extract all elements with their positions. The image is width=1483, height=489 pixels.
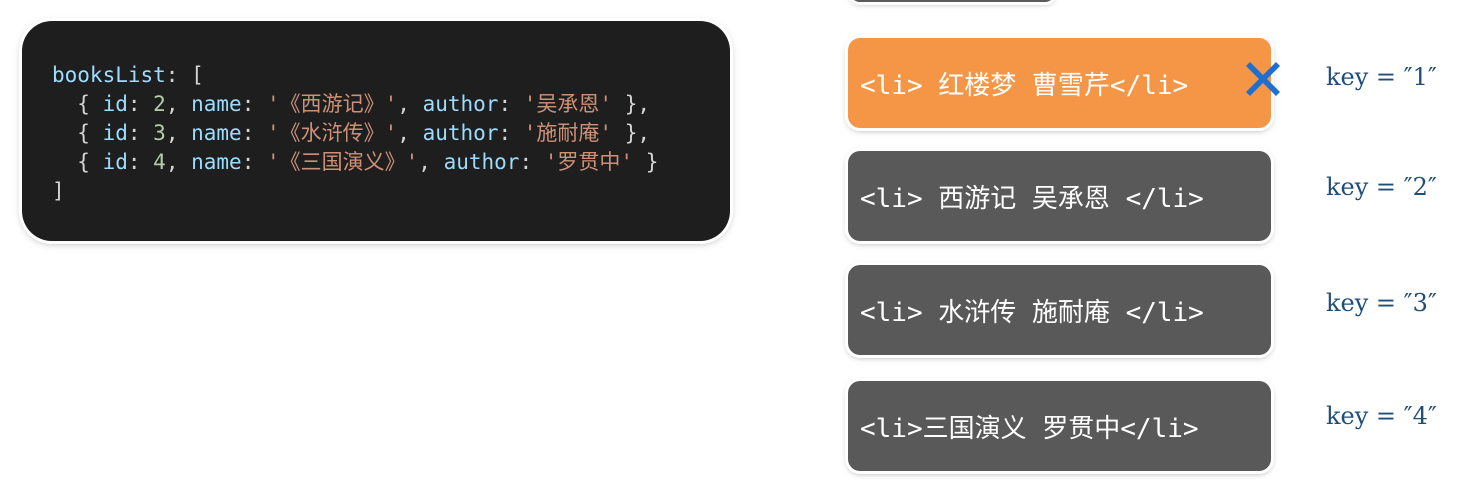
code-block: booksList: [ { id: 2, name: '《西游记》', aut… xyxy=(52,61,658,206)
code-token: 3 xyxy=(153,121,166,145)
code-token: id xyxy=(102,121,128,145)
code-token: : xyxy=(519,150,545,174)
code-token: booksList xyxy=(52,63,166,87)
code-token: ] xyxy=(52,179,65,203)
code-token: name xyxy=(191,121,242,145)
code-token: : xyxy=(127,92,154,116)
code-token: , xyxy=(397,92,423,116)
code-token: author xyxy=(422,92,499,116)
code-token: '吴承恩' xyxy=(523,92,613,116)
code-token: : xyxy=(241,150,267,174)
code-token: , xyxy=(165,92,192,116)
list-item: <li>三国演义 罗贯中</li> xyxy=(848,381,1271,471)
code-token: 2 xyxy=(153,92,166,116)
code-panel: booksList: [ { id: 2, name: '《西游记》', aut… xyxy=(22,21,730,241)
code-token: { xyxy=(52,121,103,145)
code-token: id xyxy=(102,92,128,116)
code-token: 4 xyxy=(153,150,166,174)
code-token: '罗贯中' xyxy=(544,150,634,174)
code-token: author xyxy=(443,150,520,174)
code-token: id xyxy=(102,150,128,174)
key-label-2: key = ″2″ xyxy=(1326,173,1437,201)
code-token: , xyxy=(397,121,423,145)
partial-list-item-above xyxy=(850,0,1055,2)
key-label-3: key = ″3″ xyxy=(1326,289,1437,317)
list-item-removed: <li> 红楼梦 曹雪芹</li> xyxy=(848,38,1271,128)
code-token: author xyxy=(422,121,499,145)
code-line-3: { id: 4, name: '《三国演义》', author: '罗贯中' } xyxy=(52,150,658,174)
code-token: : xyxy=(127,121,154,145)
code-token: { xyxy=(52,92,103,116)
code-token: : xyxy=(241,121,267,145)
code-line-4: ] xyxy=(52,179,65,203)
code-line-2: { id: 3, name: '《水浒传》', author: '施耐庵' }, xyxy=(52,121,650,145)
code-token: , xyxy=(165,121,192,145)
key-label-4: key = ″4″ xyxy=(1326,402,1437,430)
code-token: } xyxy=(633,150,659,174)
code-token: }, xyxy=(612,92,650,116)
close-x-icon xyxy=(1246,62,1280,96)
code-token: name xyxy=(191,150,242,174)
code-token: '《水浒传》' xyxy=(267,121,398,145)
list-item: <li> 西游记 吴承恩 </li> xyxy=(848,151,1271,241)
code-token: '《三国演义》' xyxy=(267,150,419,174)
code-token: : xyxy=(241,92,267,116)
code-token: { xyxy=(52,150,103,174)
code-token: '施耐庵' xyxy=(523,121,613,145)
list-item: <li> 水浒传 施耐庵 </li> xyxy=(848,265,1271,355)
code-token: '《西游记》' xyxy=(267,92,398,116)
code-token: }, xyxy=(612,121,650,145)
code-token: : xyxy=(127,150,154,174)
key-label-1: key = ″1″ xyxy=(1326,63,1437,91)
code-token: : [ xyxy=(165,63,204,87)
code-token: name xyxy=(191,92,242,116)
code-token: : xyxy=(498,121,524,145)
code-line-0: booksList: [ xyxy=(52,63,204,87)
code-token: , xyxy=(165,150,192,174)
code-token: : xyxy=(498,92,524,116)
code-line-1: { id: 2, name: '《西游记》', author: '吴承恩' }, xyxy=(52,92,650,116)
code-token: , xyxy=(418,150,444,174)
